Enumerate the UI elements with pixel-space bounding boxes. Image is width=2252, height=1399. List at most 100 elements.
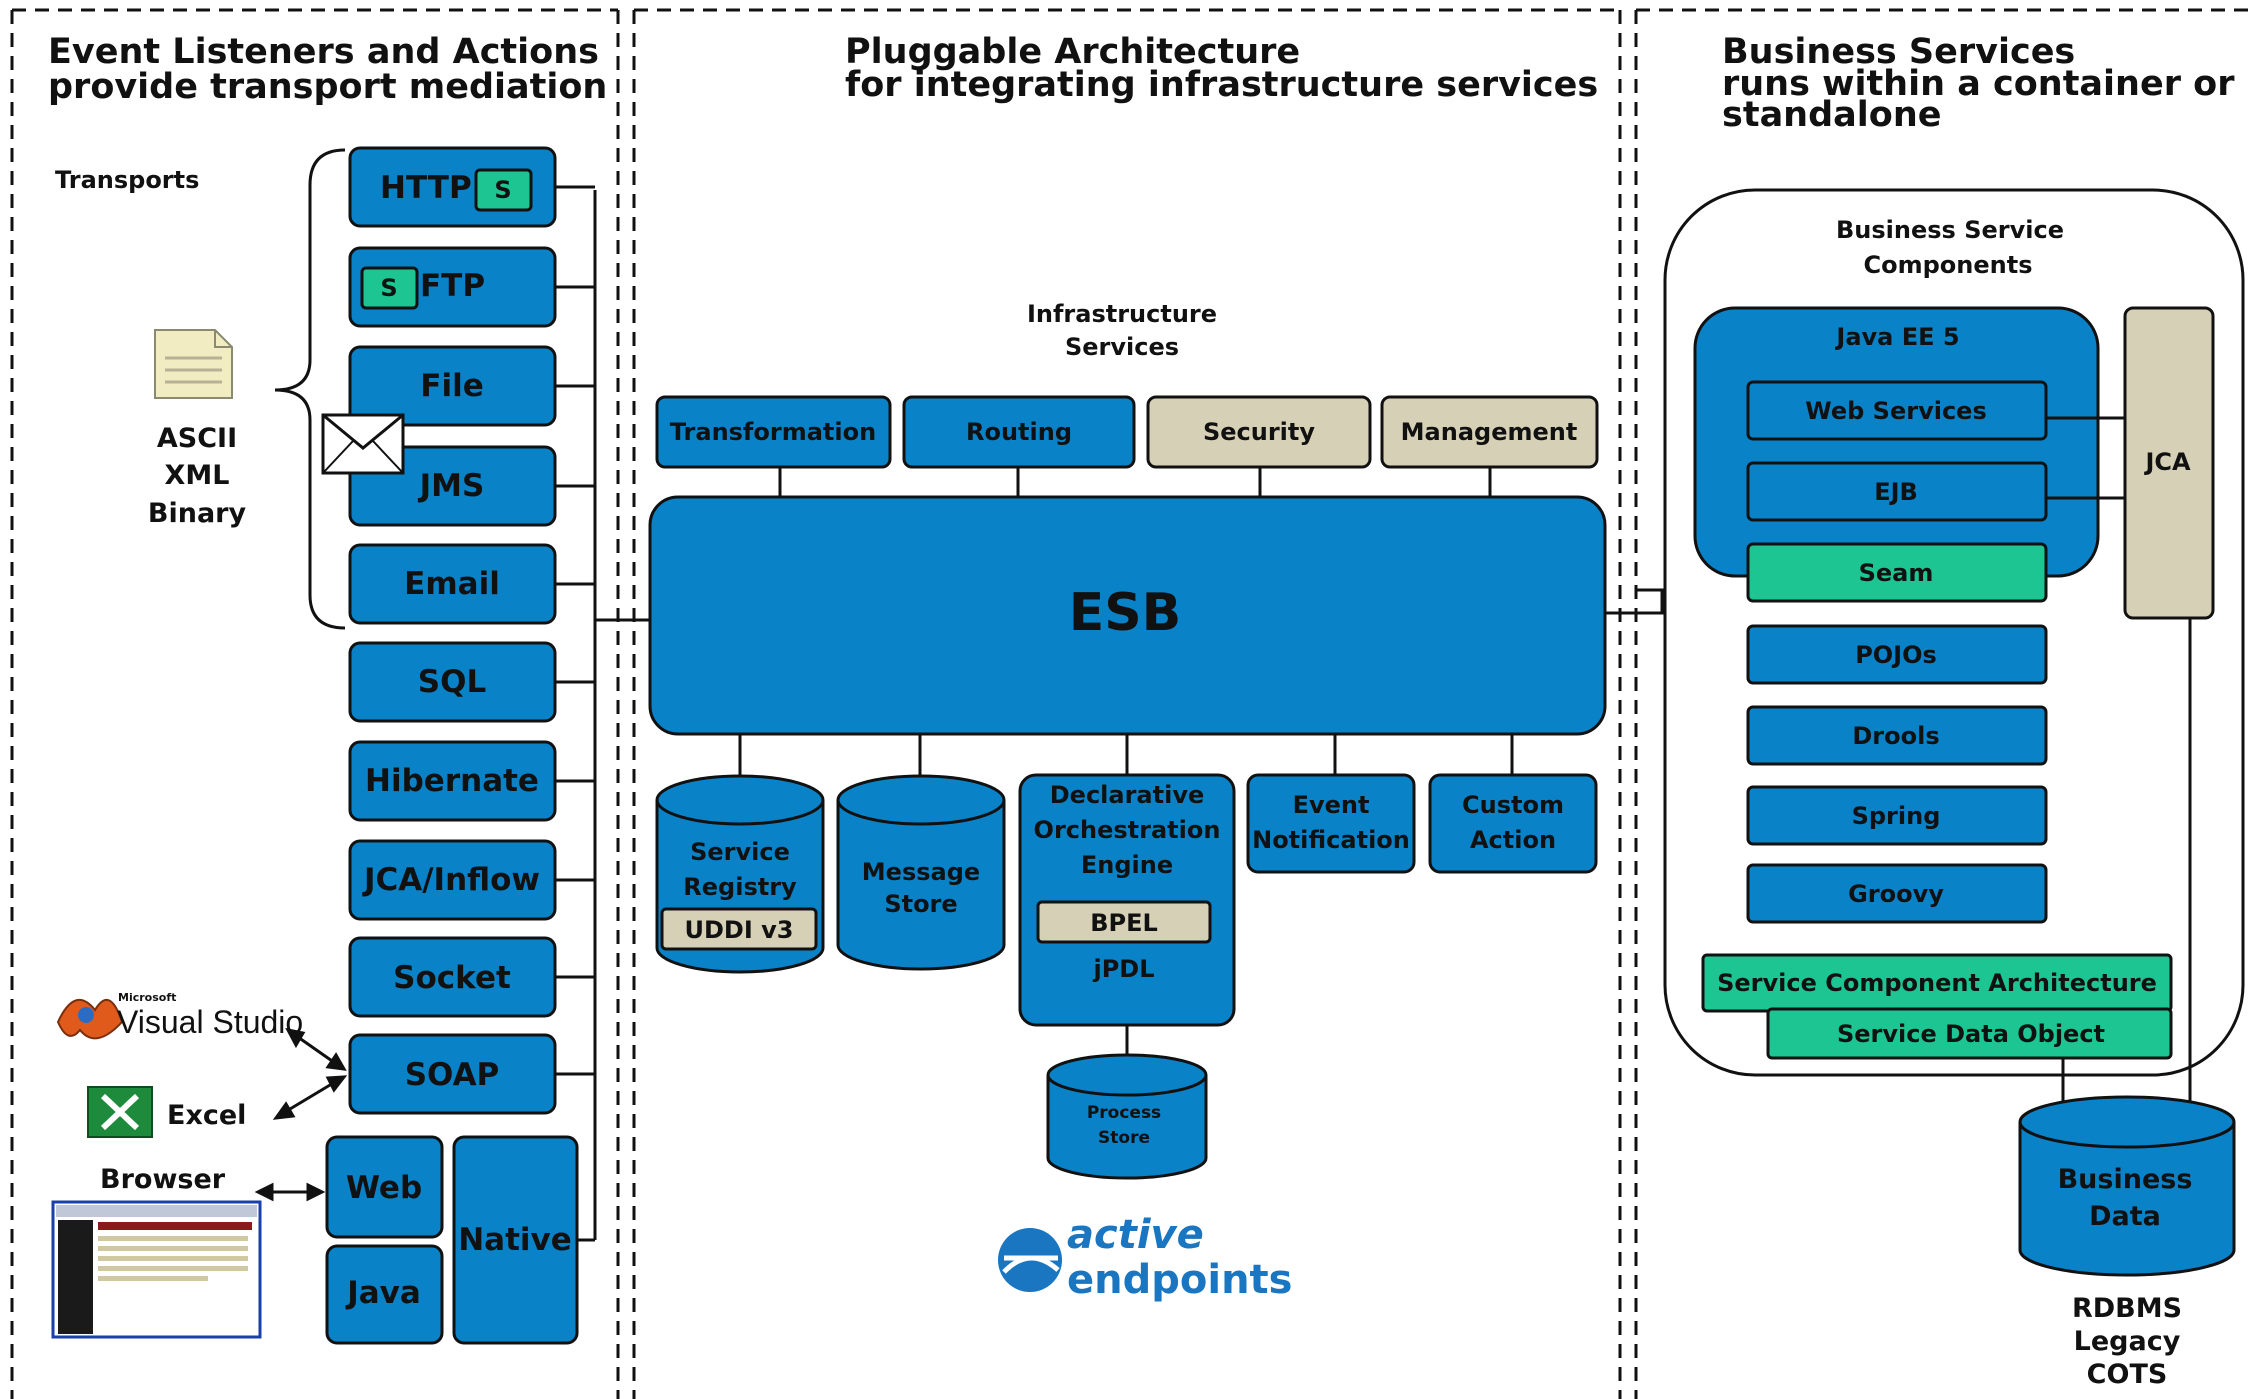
envelope-icon	[321, 413, 405, 475]
bpel-box	[1036, 900, 1212, 944]
transport-web: Web	[325, 1135, 444, 1239]
visual-studio-icon	[56, 998, 124, 1040]
esb-label: ESB	[1069, 583, 1182, 643]
transport-label: SOAP	[405, 1057, 500, 1093]
client-arrows	[254, 1027, 348, 1202]
orchestration-label-2: Orchestration	[1034, 816, 1221, 844]
sdo-label: Service Data Object	[1837, 1020, 2105, 1048]
groovy-label: Groovy	[1848, 880, 1944, 908]
excel-logo: Excel	[87, 1086, 246, 1138]
transport-label: Hibernate	[365, 763, 539, 799]
transport-file: File	[348, 345, 595, 427]
infrastructure-label-line1: Infrastructure	[1027, 300, 1217, 328]
right-title-line1: Business Services	[1722, 32, 2075, 72]
visual-studio-brand: Microsoft	[118, 991, 176, 1004]
spring-box: Spring	[1746, 785, 2048, 846]
business-data-cylinder: Business Data	[2018, 1095, 2236, 1277]
web-services-label: Web Services	[1805, 397, 1987, 425]
browser-label: Browser	[100, 1164, 226, 1195]
service-management: Management	[1380, 395, 1599, 497]
transport-java: Java	[325, 1244, 444, 1345]
event-notification-label-1: Event	[1293, 791, 1370, 819]
business-data-label-1: Business	[2058, 1164, 2193, 1195]
sca-box: Service Component Architecture	[1701, 953, 2173, 1013]
document-icon	[154, 329, 233, 399]
pojos-box: POJOs	[1746, 624, 2048, 685]
components-label-line2: Components	[1864, 251, 2033, 279]
uddi-label: UDDI v3	[685, 916, 794, 944]
transport-label: File	[420, 368, 483, 404]
visual-studio-logo: Microsoft Visual Studio	[56, 991, 303, 1040]
uddi-box	[660, 907, 818, 951]
transport-label: HTTP	[380, 170, 472, 206]
pojos-label: POJOs	[1855, 641, 1937, 669]
format-binary: Binary	[148, 498, 247, 529]
secure-badge-label: S	[494, 176, 511, 204]
groovy-box: Groovy	[1746, 863, 2048, 924]
message-store-label-1: Message	[862, 858, 980, 886]
transport-http: HTTP S	[348, 146, 595, 228]
system-legacy: Legacy	[2074, 1326, 2181, 1357]
custom-action-label-1: Custom	[1462, 791, 1564, 819]
service-label: Security	[1203, 418, 1315, 446]
process-store-label-2: Store	[1098, 1128, 1150, 1148]
transport-label: FTP	[420, 268, 485, 304]
system-cots: COTS	[2087, 1359, 2168, 1390]
orchestration-label-1: Declarative	[1050, 781, 1205, 809]
transport-sql: SQL	[348, 641, 595, 723]
active-endpoints-logo: active endpoints	[998, 1212, 1292, 1303]
transport-label: SQL	[418, 664, 486, 700]
right-title-line3: standalone	[1722, 95, 1941, 135]
transport-label: JCA/Inflow	[362, 862, 540, 898]
custom-action-label-2: Action	[1470, 826, 1556, 854]
transport-label: Native	[458, 1222, 572, 1258]
jca-label: JCA	[2143, 448, 2191, 476]
service-security: Security	[1146, 395, 1372, 497]
transport-socket: Socket	[348, 936, 595, 1018]
bpel-label: BPEL	[1090, 909, 1158, 937]
service-label: Routing	[966, 418, 1072, 446]
java-ee-label: Java EE 5	[1834, 323, 1959, 351]
service-registry-cylinder: Service Registry UDDI v3	[655, 774, 825, 974]
excel-icon	[87, 1086, 153, 1138]
format-ascii: ASCII	[157, 423, 237, 454]
format-xml: XML	[165, 460, 230, 491]
transport-native: Native	[452, 1135, 595, 1345]
event-notification: Event Notification	[1246, 773, 1416, 874]
service-label: Management	[1401, 418, 1578, 446]
browser-screenshot-icon	[51, 1200, 262, 1339]
service-registry-label-2: Registry	[683, 873, 797, 901]
transport-label: Socket	[393, 960, 511, 996]
service-registry-label-1: Service	[690, 838, 790, 866]
active-endpoints-icon	[998, 1228, 1062, 1292]
message-store-cylinder: Message Store	[836, 774, 1006, 971]
transports-label: Transports	[55, 166, 199, 194]
service-routing: Routing	[902, 395, 1136, 497]
sdo-box: Service Data Object	[1766, 1007, 2173, 1060]
jca-box: JCA	[2123, 306, 2215, 620]
left-title-line1: Event Listeners and Actions	[48, 32, 599, 72]
seam-box: Seam	[1746, 542, 2048, 603]
transport-ftp: S FTP	[348, 246, 595, 328]
infrastructure-label-line2: Services	[1065, 333, 1179, 361]
spring-label: Spring	[1852, 802, 1941, 830]
secure-badge	[360, 266, 419, 310]
orchestration-label-3: Engine	[1081, 851, 1173, 879]
drools-label: Drools	[1852, 722, 1939, 750]
sca-label: Service Component Architecture	[1717, 969, 2157, 997]
logo-line2: endpoints	[1067, 1257, 1292, 1303]
transports-brace	[274, 148, 346, 630]
orchestration-engine: Declarative Orchestration Engine BPEL jP…	[1018, 773, 1236, 1027]
ejb-box: EJB	[1746, 461, 2048, 522]
event-notification-label-2: Notification	[1252, 826, 1410, 854]
transport-label: JMS	[418, 468, 485, 504]
secure-badge-label: S	[380, 274, 397, 302]
ejb-label: EJB	[1874, 478, 1918, 506]
middle-title-line1: Pluggable Architecture	[845, 32, 1300, 72]
seam-label: Seam	[1859, 559, 1934, 587]
java-ee-container: Java EE 5	[1693, 306, 2100, 578]
visual-studio-label: Visual Studio	[117, 1004, 303, 1040]
web-services-box: Web Services	[1746, 380, 2048, 441]
custom-action: Custom Action	[1428, 773, 1598, 874]
